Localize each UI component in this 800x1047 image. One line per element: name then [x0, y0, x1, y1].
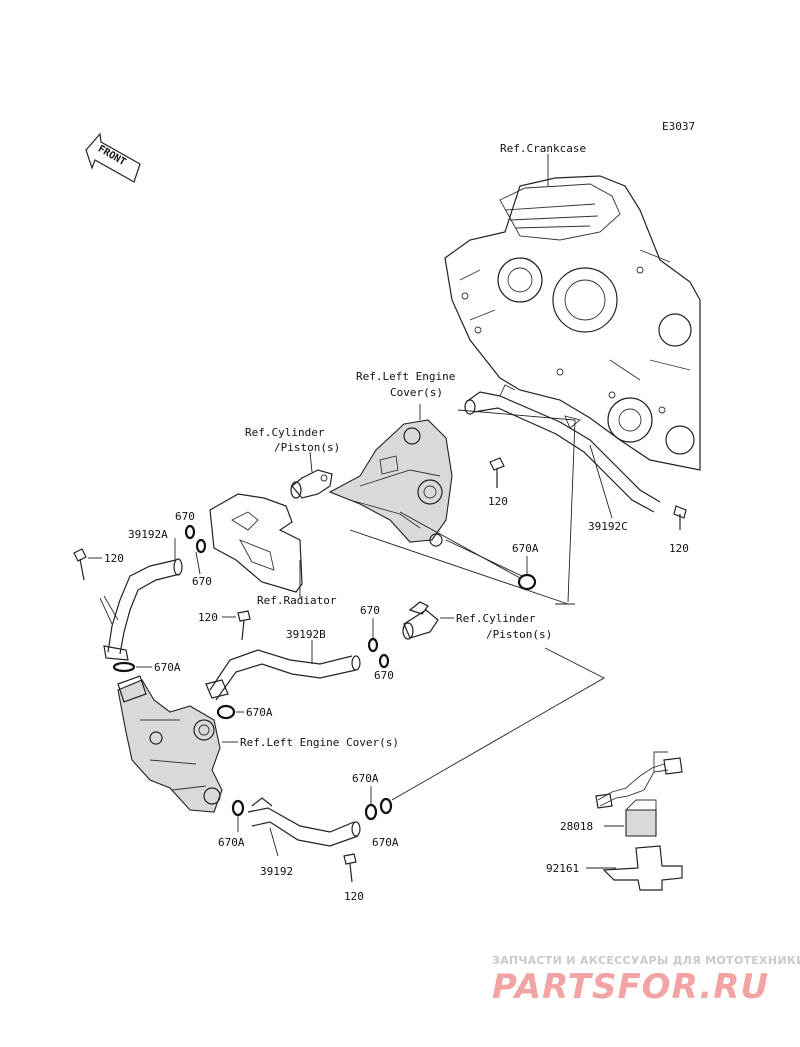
left-engine-cover-lower-illustration — [117, 675, 223, 813]
part-120-label: 120 — [488, 495, 508, 508]
oring-670-icon — [378, 653, 390, 669]
watermark-tagline: ЗАПЧАСТИ И АКСЕССУАРЫ ДЛЯ МОТОТЕХНИКИ — [492, 954, 800, 967]
part-670A-label: 670A — [246, 706, 273, 719]
watermark-logo: PARTSFOR.RU — [492, 967, 769, 1007]
ref-left-engine-cover-label: Ref.Left Engine Cover(s) — [240, 736, 399, 749]
ref-left-engine-cover-label: Ref.Left Engine — [356, 370, 455, 383]
part-120-label: 120 — [104, 552, 124, 565]
left-engine-cover-upper-illustration — [328, 419, 453, 547]
pad-92161-icon — [602, 845, 683, 891]
bolt-120-icon — [237, 610, 251, 641]
radiator-illustration — [209, 493, 303, 593]
part-670A-label: 670A — [372, 836, 399, 849]
svg-text:FRONT: FRONT — [96, 144, 128, 169]
bolt-120-icon — [343, 853, 357, 883]
crankcase-illustration — [444, 175, 701, 471]
oring-670-icon — [367, 637, 379, 653]
part-670A-label: 670A — [352, 772, 379, 785]
bolt-120-icon — [73, 548, 87, 581]
part-670A-label: 670A — [512, 542, 539, 555]
part-39192B-label: 39192B — [286, 628, 326, 641]
oring-670A-icon — [364, 803, 378, 821]
oring-670A-icon — [231, 799, 245, 817]
oring-670A-icon — [112, 661, 136, 673]
bolt-120-icon — [673, 505, 687, 530]
ref-crankcase-label: Ref.Crankcase — [500, 142, 586, 155]
front-arrow-icon: FRONT — [85, 132, 141, 183]
cylinder-fitting-top-icon — [290, 469, 333, 499]
part-28018-label: 28018 — [560, 820, 593, 833]
ref-cylinder-piston-label: /Piston(s) — [274, 441, 340, 454]
part-39192C-label: 39192C — [588, 520, 628, 533]
ref-cylinder-piston-label: Ref.Cylinder — [456, 612, 536, 625]
part-39192-label: 39192 — [260, 865, 293, 878]
ref-cylinder-piston-label: /Piston(s) — [486, 628, 552, 641]
hose-39192C — [464, 384, 661, 513]
oring-670A-icon — [517, 573, 537, 591]
part-92161-label: 92161 — [546, 862, 579, 875]
part-670-label: 670 — [175, 510, 195, 523]
diagram-code: E3037 — [662, 120, 695, 133]
oring-670A-icon — [216, 704, 236, 720]
hose-39192B — [205, 649, 361, 701]
part-39192A-label: 39192A — [128, 528, 168, 541]
ref-cylinder-piston-label: Ref.Cylinder — [245, 426, 325, 439]
ref-radiator-label: Ref.Radiator — [257, 594, 337, 607]
harness-28018-illustration — [595, 751, 683, 837]
oring-670A-icon — [379, 797, 393, 815]
part-670-label: 670 — [192, 575, 212, 588]
part-670-label: 670 — [374, 669, 394, 682]
hose-39192A — [99, 558, 183, 661]
part-670-label: 670 — [360, 604, 380, 617]
oring-670-icon — [184, 524, 196, 540]
part-120-label: 120 — [669, 542, 689, 555]
ref-left-engine-cover-label: Cover(s) — [390, 386, 443, 399]
hose-39192 — [247, 797, 361, 847]
oring-670-icon — [195, 538, 207, 554]
part-670A-label: 670A — [154, 661, 181, 674]
part-120-label: 120 — [198, 611, 218, 624]
part-670A-label: 670A — [218, 836, 245, 849]
bolt-120-icon — [489, 457, 505, 488]
part-120-label: 120 — [344, 890, 364, 903]
cylinder-fitting-right-icon — [402, 601, 439, 640]
